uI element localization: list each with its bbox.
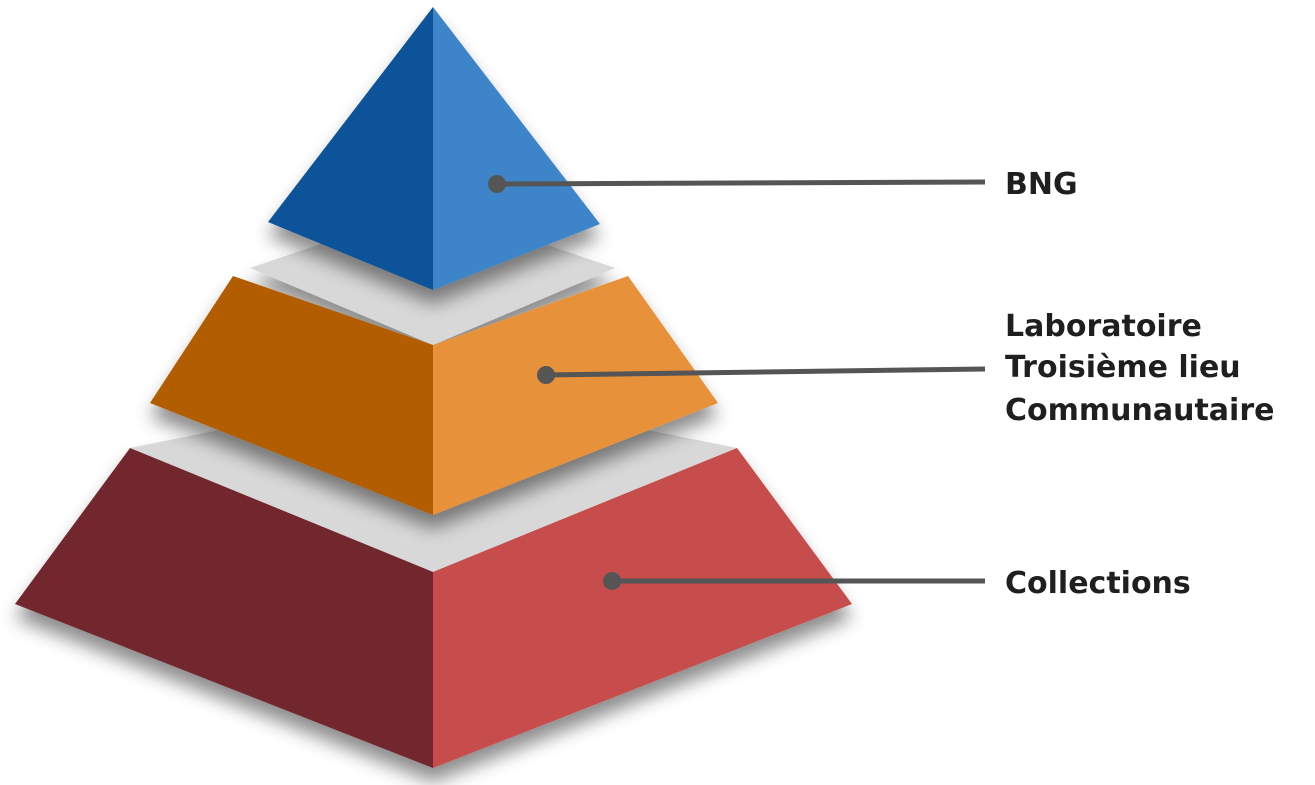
tier-middle-left-face [150, 276, 433, 515]
label-laboratoire: Laboratoire [1005, 309, 1202, 344]
tier-top [268, 7, 600, 290]
connector-middle-dot [537, 366, 555, 384]
tier-bottom-left-face [15, 448, 433, 768]
tier-top-left-face [268, 7, 433, 290]
label-bng: BNG [1005, 167, 1078, 202]
label-collections: Collections [1005, 566, 1191, 601]
tier-middle-right-face [433, 276, 718, 515]
connector-bottom [603, 572, 985, 590]
connector-top-dot [488, 175, 506, 193]
connector-middle [537, 366, 986, 384]
tier-top-right-face [433, 7, 600, 290]
connector-middle-line [545, 366, 986, 378]
connector-top-line [496, 179, 986, 187]
connector-top [488, 175, 986, 193]
label-communautaire: Communautaire [1005, 393, 1274, 428]
label-troisieme-lieu: Troisième lieu [1005, 350, 1241, 385]
connector-bottom-dot [603, 572, 621, 590]
tier-bottom-right-face [433, 448, 852, 768]
